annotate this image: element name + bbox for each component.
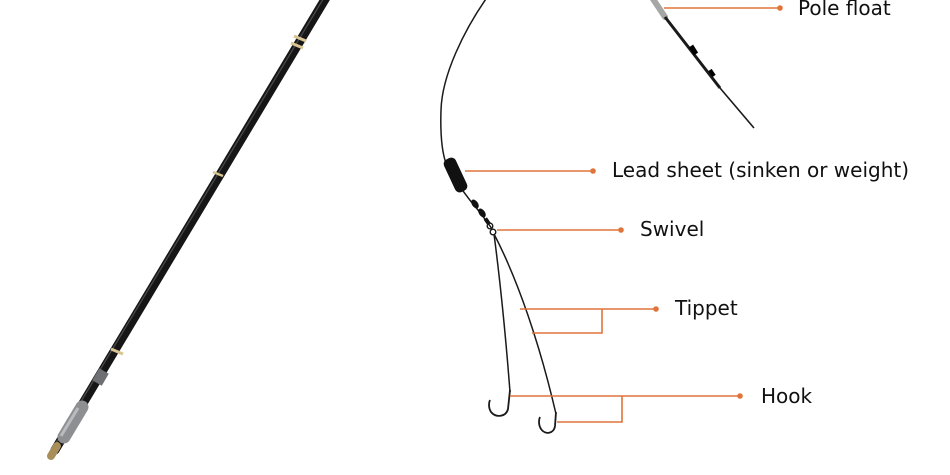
rod-ring — [110, 347, 124, 356]
label-pole-float: Pole float — [798, 0, 891, 20]
tippet-leader-bracket — [532, 309, 603, 334]
tippet-line — [493, 233, 511, 393]
float-band — [708, 68, 716, 78]
leader-dot — [653, 306, 659, 312]
fishing-line — [440, 0, 493, 230]
leader-dot — [590, 168, 596, 174]
leader-lines — [465, 7, 780, 423]
lead-sheet-icon — [443, 157, 468, 193]
rod-grip-shade — [59, 407, 80, 437]
rod-grip-band — [92, 368, 109, 386]
leader-dot — [737, 393, 743, 399]
rod-ring — [212, 170, 224, 178]
rod-ring — [293, 34, 307, 43]
float-antenna — [650, 0, 668, 20]
label-swivel: Swivel — [640, 217, 705, 241]
split-shot-icon — [471, 199, 479, 209]
float-stem — [719, 87, 755, 129]
tippet-line — [493, 233, 557, 415]
label-hook: Hook — [761, 384, 813, 408]
leader-dot — [777, 5, 783, 11]
swivel-icon — [489, 228, 497, 236]
rod-grip — [57, 400, 89, 444]
rod-ring — [290, 41, 304, 50]
rod-butt-cap — [47, 442, 61, 460]
fishing-rod — [47, 0, 330, 460]
hook-icon — [488, 389, 511, 417]
pole-float — [650, 0, 755, 129]
label-tippet: Tippet — [675, 296, 738, 320]
swivel-icon — [486, 222, 494, 230]
hook-icon — [538, 411, 557, 434]
main-line — [440, 0, 497, 236]
leader-dot — [618, 227, 624, 233]
tippets — [488, 233, 557, 434]
label-lead-sheet: Lead sheet (sinken or weight) — [612, 158, 910, 182]
hook-leader-bracket — [557, 396, 623, 423]
leader-dots — [590, 5, 783, 399]
float-band — [688, 44, 699, 56]
split-shot-icon — [478, 208, 486, 218]
rod-shaft — [50, 0, 330, 455]
